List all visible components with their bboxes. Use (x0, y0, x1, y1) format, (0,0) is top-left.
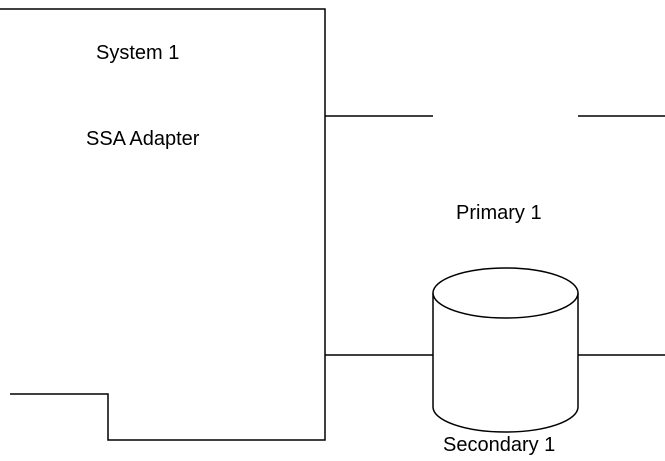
disk-cylinder-icon (432, 267, 579, 433)
system-title: System 1 (96, 42, 180, 64)
primary-label: Primary 1 (456, 202, 542, 224)
adapter-title: SSA Adapter (86, 128, 200, 150)
system-box-outline (0, 8, 326, 441)
disk-cylinder-top (432, 267, 579, 319)
secondary-label: Secondary 1 (443, 434, 556, 456)
disk-cylinder-body (432, 293, 579, 433)
